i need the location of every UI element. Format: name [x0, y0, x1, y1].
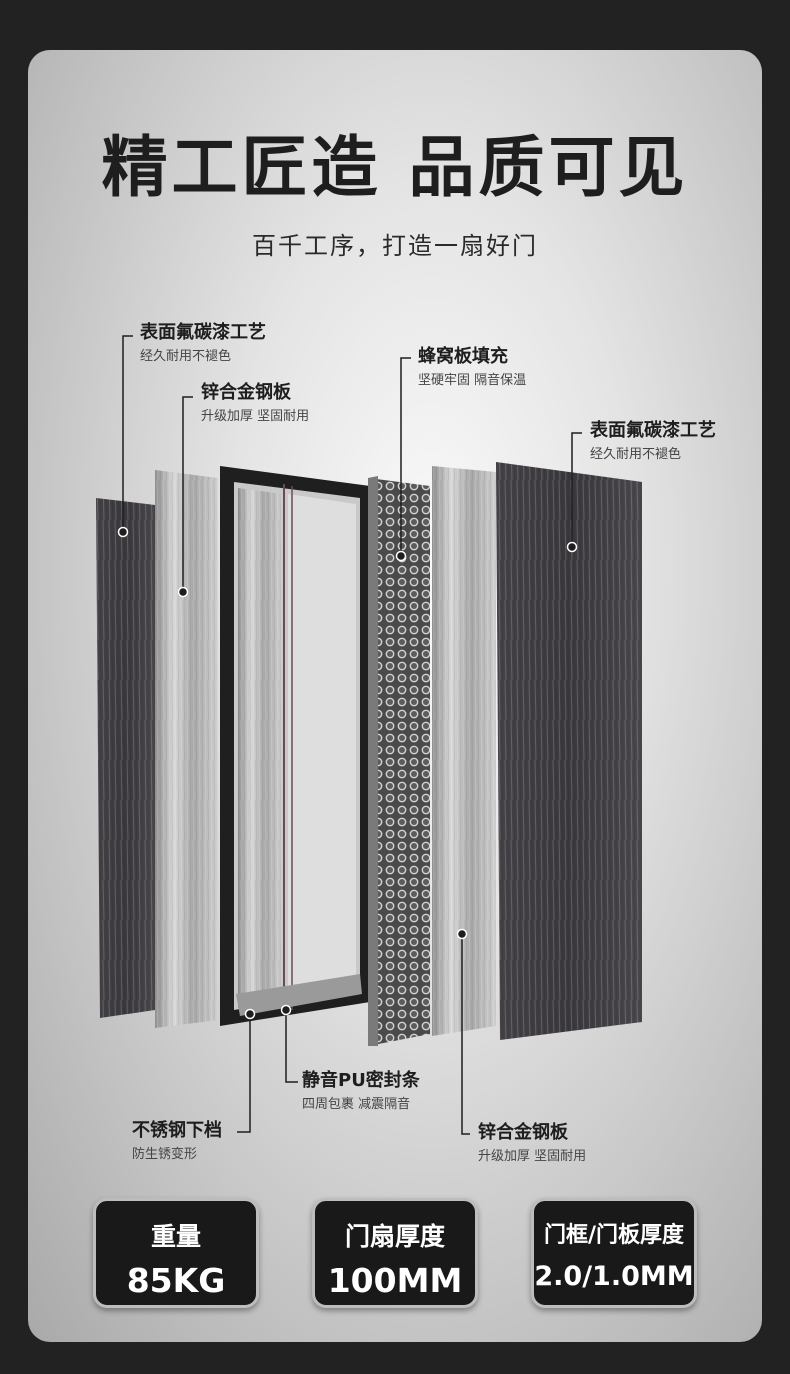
spec-label: 重量 — [150, 1222, 201, 1251]
label-bottom-rail: 不锈钢下档 防生锈变形 — [132, 1120, 222, 1166]
label-title: 静音PU密封条 — [302, 1070, 420, 1091]
label-title: 锌合金钢板 — [201, 382, 291, 403]
marker-dot — [280, 1004, 292, 1016]
spec-label: 门扇厚度 — [344, 1222, 445, 1251]
label-desc: 升级加厚 坚固耐用 — [201, 409, 310, 424]
spec-value: 85KG — [126, 1261, 226, 1300]
spec-label: 门框/门板厚度 — [543, 1223, 685, 1248]
spec-badge-thickness: 门扇厚度 100MM — [312, 1198, 478, 1308]
marker-dot — [566, 541, 578, 553]
honeycomb-panel — [368, 478, 430, 1046]
label-title: 不锈钢下档 — [132, 1120, 222, 1141]
label-desc: 四周包裹 减震隔音 — [302, 1097, 411, 1112]
spec-badge-weight: 重量 85KG — [93, 1198, 259, 1308]
spec-value: 100MM — [327, 1261, 463, 1300]
label-desc: 经久耐用不褪色 — [590, 447, 682, 462]
label-desc: 坚硬牢固 隔音保温 — [418, 373, 527, 388]
label-desc: 防生锈变形 — [132, 1147, 198, 1162]
marker-dot — [244, 1008, 256, 1020]
marker-dot — [177, 586, 189, 598]
marker-dot — [117, 526, 129, 538]
marker-dot — [395, 550, 407, 562]
label-seal: 静音PU密封条 四周包裹 减震隔音 — [302, 1070, 420, 1116]
spec-value: 2.0/1.0MM — [534, 1261, 694, 1292]
page-subtitle: 百千工序，打造一扇好门 — [252, 232, 538, 260]
label-title: 锌合金钢板 — [478, 1122, 568, 1143]
label-title: 表面氟碳漆工艺 — [140, 322, 266, 343]
page-title: 精工匠造 品质可见 — [101, 129, 689, 206]
label-desc: 经久耐用不褪色 — [140, 349, 232, 364]
label-title: 表面氟碳漆工艺 — [590, 420, 716, 441]
label-steel-left: 锌合金钢板 升级加厚 坚固耐用 — [201, 382, 309, 428]
spec-badge-frame-thickness: 门框/门板厚度 2.0/1.0MM — [531, 1198, 697, 1308]
label-surface-left: 表面氟碳漆工艺 经久耐用不褪色 — [140, 322, 266, 368]
label-surface-right: 表面氟碳漆工艺 经久耐用不褪色 — [590, 420, 716, 466]
label-title: 蜂窝板填充 — [418, 346, 508, 367]
label-desc: 升级加厚 坚固耐用 — [478, 1149, 587, 1164]
label-steel-right: 锌合金钢板 升级加厚 坚固耐用 — [478, 1122, 586, 1168]
marker-dot — [456, 928, 468, 940]
label-honeycomb: 蜂窝板填充 坚硬牢固 隔音保温 — [418, 346, 526, 392]
